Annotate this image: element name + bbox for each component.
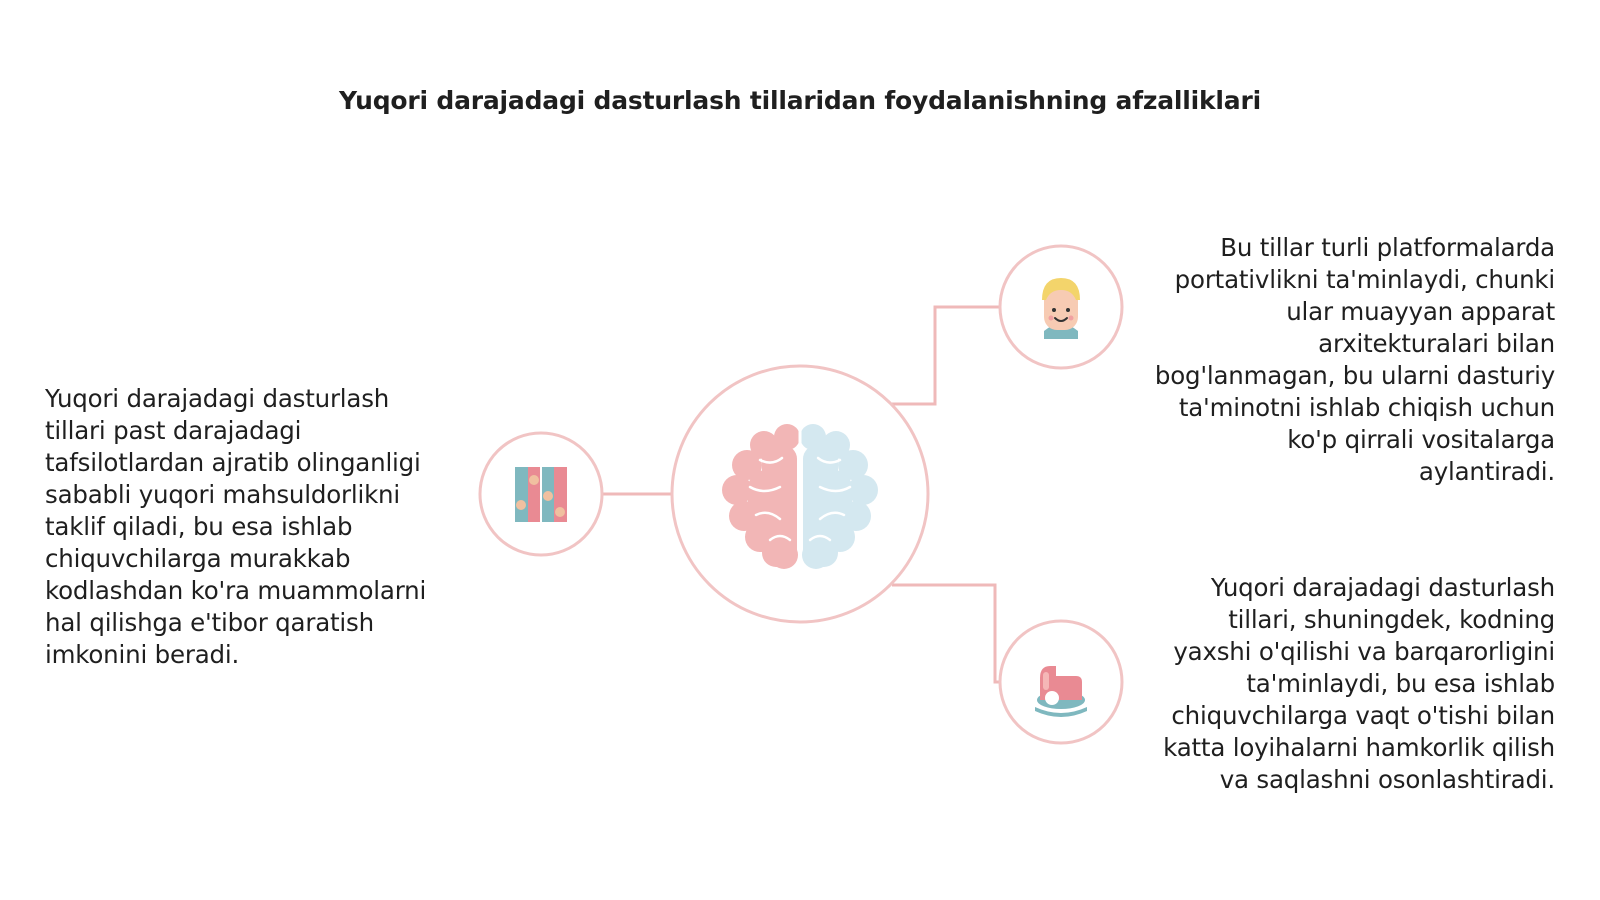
node-ring-left [478, 431, 604, 557]
rocking-horse-icon [1035, 666, 1087, 717]
connector-top-right [892, 305, 1000, 406]
puzzle-icon [515, 467, 567, 522]
child-face-icon [1042, 278, 1080, 339]
diagram-title: Yuqori darajadagi dasturlash tillaridan … [339, 86, 1261, 115]
node-text-bottom-right: Yuqori darajadagi dasturlash tillari, sh… [1163, 573, 1555, 794]
connector-bottom-right [892, 583, 1000, 684]
connectors [603, 305, 1000, 684]
brain-icon [722, 424, 878, 570]
node-text-top-right: Bu tillar turli platformalarda portativl… [1154, 233, 1555, 486]
node-text-left: Yuqori darajadagi dasturlash tillari pas… [45, 384, 427, 669]
